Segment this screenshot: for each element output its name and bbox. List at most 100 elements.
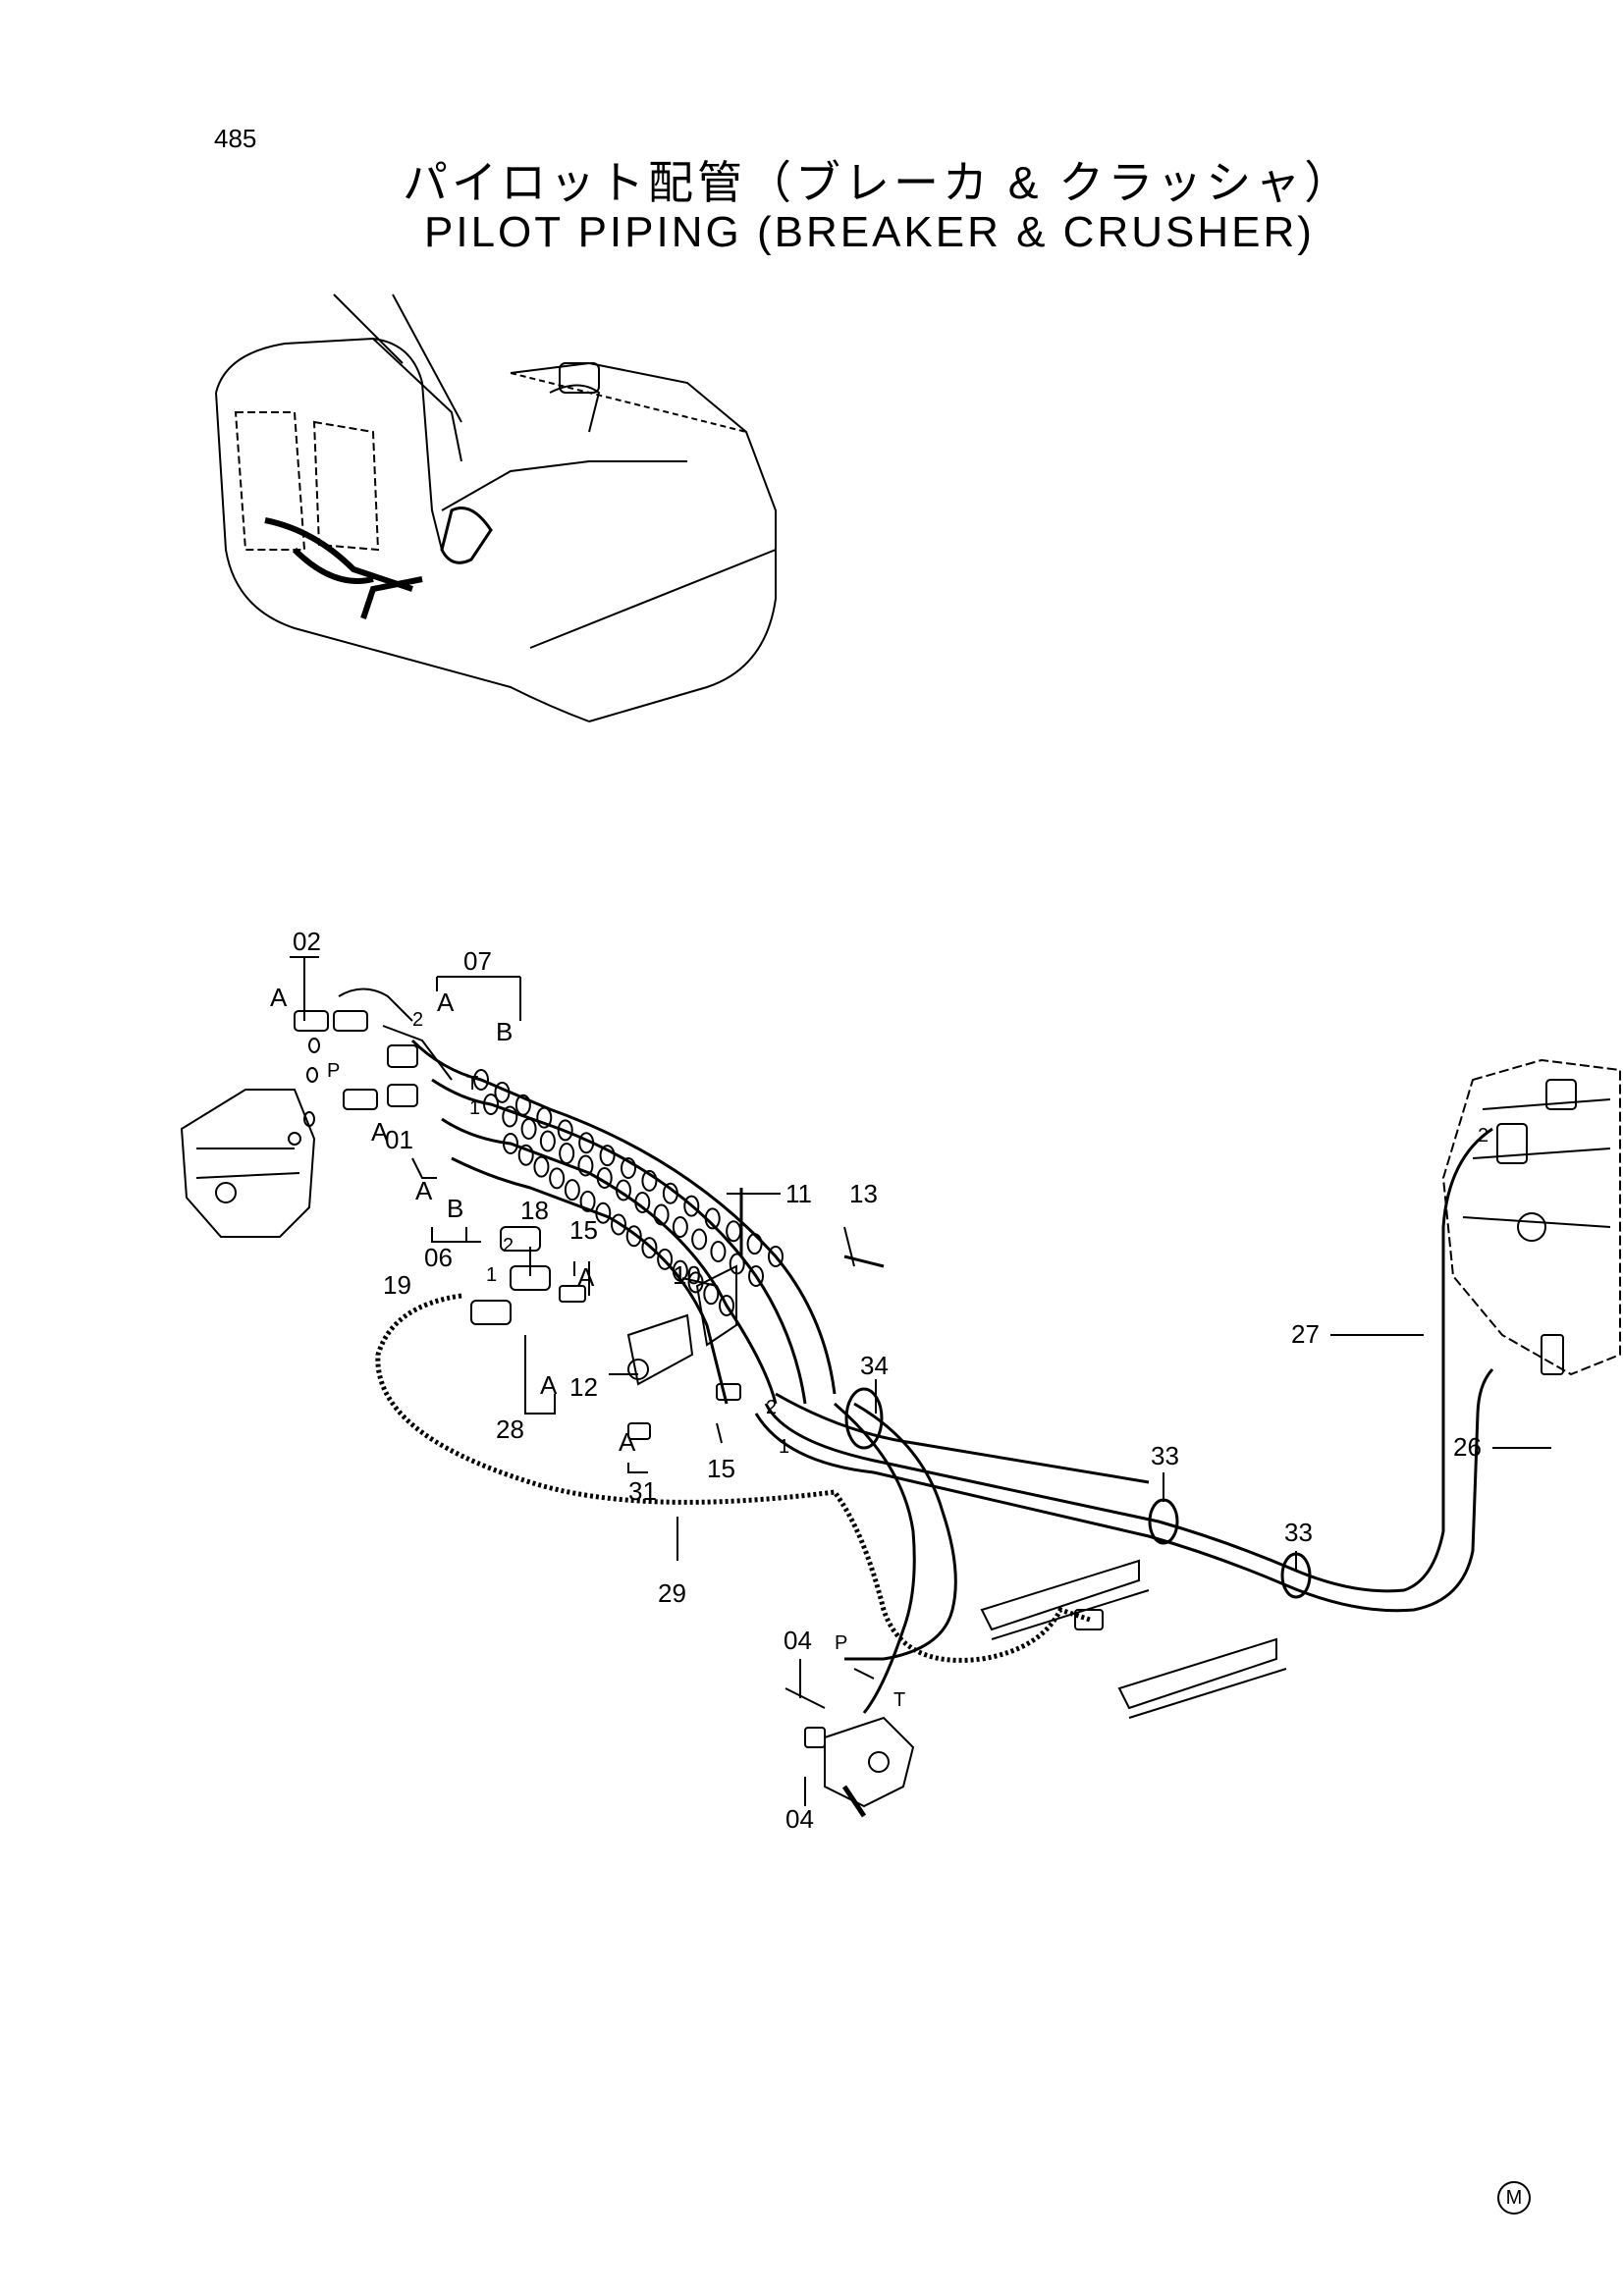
callout-31: 31 — [628, 1476, 657, 1506]
hose-rib — [683, 1195, 700, 1217]
callout-02: 02 — [293, 927, 321, 956]
port-labels: A A A A A A A B B P P T T 1 2 2 1 2 1 2 — [270, 983, 1488, 1711]
port-a: A — [437, 988, 455, 1017]
hose-rib — [672, 1216, 688, 1238]
callout-04-upper: 04 — [784, 1626, 812, 1655]
callout-11: 11 — [785, 1179, 812, 1208]
callout-33-right: 33 — [1284, 1518, 1313, 1547]
hose-rib — [579, 1190, 596, 1212]
hose-rib — [625, 1225, 642, 1248]
hose-rib — [726, 1220, 742, 1243]
hose-rib — [710, 1241, 727, 1262]
hose-rib — [483, 1094, 499, 1115]
hose-rib — [514, 1094, 531, 1116]
hose-rib — [641, 1169, 658, 1192]
control-valve — [1441, 1058, 1621, 1376]
hose-rib — [719, 1295, 734, 1316]
callout-34: 34 — [860, 1351, 889, 1380]
hose-rib — [564, 1179, 580, 1201]
hose-rib — [520, 1118, 537, 1140]
port-t: T — [466, 1073, 478, 1095]
hose-rib — [746, 1233, 763, 1255]
hose-end-2: 2 — [1478, 1125, 1488, 1147]
hose-rib — [634, 1192, 651, 1213]
title-japanese: パイロット配管（ブレーカ & クラッシャ） — [403, 157, 1354, 208]
hose-rib — [517, 1144, 534, 1166]
hose-rib — [539, 1130, 556, 1152]
hose-rib — [653, 1203, 670, 1226]
port-b: B — [447, 1194, 463, 1223]
hose-rib — [596, 1167, 613, 1189]
port-t: T — [893, 1689, 905, 1711]
hose-rib — [641, 1237, 658, 1259]
hose-end-2: 2 — [412, 1009, 423, 1031]
callout-04-lower: 04 — [785, 1804, 814, 1834]
callout-26: 26 — [1453, 1432, 1482, 1462]
hose-rib — [621, 1157, 636, 1179]
leader-lines — [290, 956, 1551, 1806]
port-a: A — [619, 1427, 636, 1457]
port-a: A — [540, 1370, 558, 1400]
port-a: A — [371, 1117, 389, 1147]
callout-28: 28 — [496, 1415, 524, 1444]
port-p: P — [835, 1632, 847, 1654]
hose-bundle-upper — [410, 1039, 837, 1405]
callout-13: 13 — [849, 1179, 878, 1208]
floor-brackets — [980, 1559, 1287, 1719]
hose-rib — [549, 1167, 566, 1190]
hose-rib — [595, 1201, 612, 1224]
hose-rib — [502, 1105, 518, 1128]
callout-27: 27 — [1291, 1319, 1320, 1349]
hose-end-2: 2 — [503, 1235, 514, 1256]
lower-valve-04 — [784, 1668, 915, 1818]
port-a: A — [270, 983, 288, 1012]
callout-07: 07 — [463, 946, 492, 976]
callout-12: 12 — [569, 1372, 598, 1402]
callout-18: 18 — [520, 1196, 549, 1225]
hose-rib — [691, 1228, 708, 1251]
port-p: P — [327, 1060, 340, 1082]
hose-end-2: 2 — [766, 1397, 777, 1418]
callout-33-left: 33 — [1151, 1441, 1179, 1470]
hose-end-1: 1 — [469, 1097, 480, 1119]
hose-rib — [557, 1119, 573, 1142]
excavator-overview-illustration — [215, 294, 777, 722]
hose-rib — [748, 1265, 764, 1287]
harness-29 — [375, 1293, 1091, 1663]
hose-rib — [494, 1081, 511, 1103]
hose-rib — [768, 1246, 784, 1267]
hose-rib — [703, 1283, 720, 1306]
port-a: A — [577, 1262, 595, 1292]
page-number: 485 — [214, 124, 257, 153]
pilot-valve-block — [180, 1089, 316, 1238]
hose-end-1: 1 — [779, 1436, 789, 1458]
callout-19: 19 — [383, 1270, 411, 1300]
hose-rib — [616, 1179, 631, 1201]
hose-rib — [536, 1106, 553, 1129]
fittings-cluster — [294, 988, 453, 1127]
hose-rib — [657, 1248, 674, 1270]
hose-rib — [611, 1213, 626, 1236]
hose-ribbing — [473, 1069, 784, 1316]
callout-29: 29 — [658, 1578, 686, 1608]
callout-01: 01 — [385, 1125, 413, 1154]
hose-rib — [672, 1259, 688, 1282]
hose-rib — [599, 1145, 616, 1167]
callout-15-upper: 15 — [569, 1215, 598, 1245]
hose-rib — [473, 1069, 489, 1091]
solenoid-assembly — [470, 1188, 885, 1440]
corner-mark: M — [1497, 2181, 1531, 2215]
hose-floor-run — [754, 1127, 1494, 1714]
callout-06: 06 — [424, 1243, 453, 1272]
hose-end-1: 1 — [486, 1264, 497, 1286]
port-b: B — [496, 1017, 513, 1046]
hose-rib — [559, 1143, 575, 1164]
callout-labels: 02 07 01 06 11 13 18 15 10 19 12 28 31 1… — [293, 927, 1482, 1834]
hose-rib — [577, 1154, 594, 1177]
hose-rib — [503, 1133, 518, 1154]
port-a: A — [415, 1176, 433, 1205]
hose-rib — [662, 1182, 678, 1204]
hose-rib — [578, 1132, 595, 1154]
callout-10: 10 — [673, 1260, 701, 1290]
